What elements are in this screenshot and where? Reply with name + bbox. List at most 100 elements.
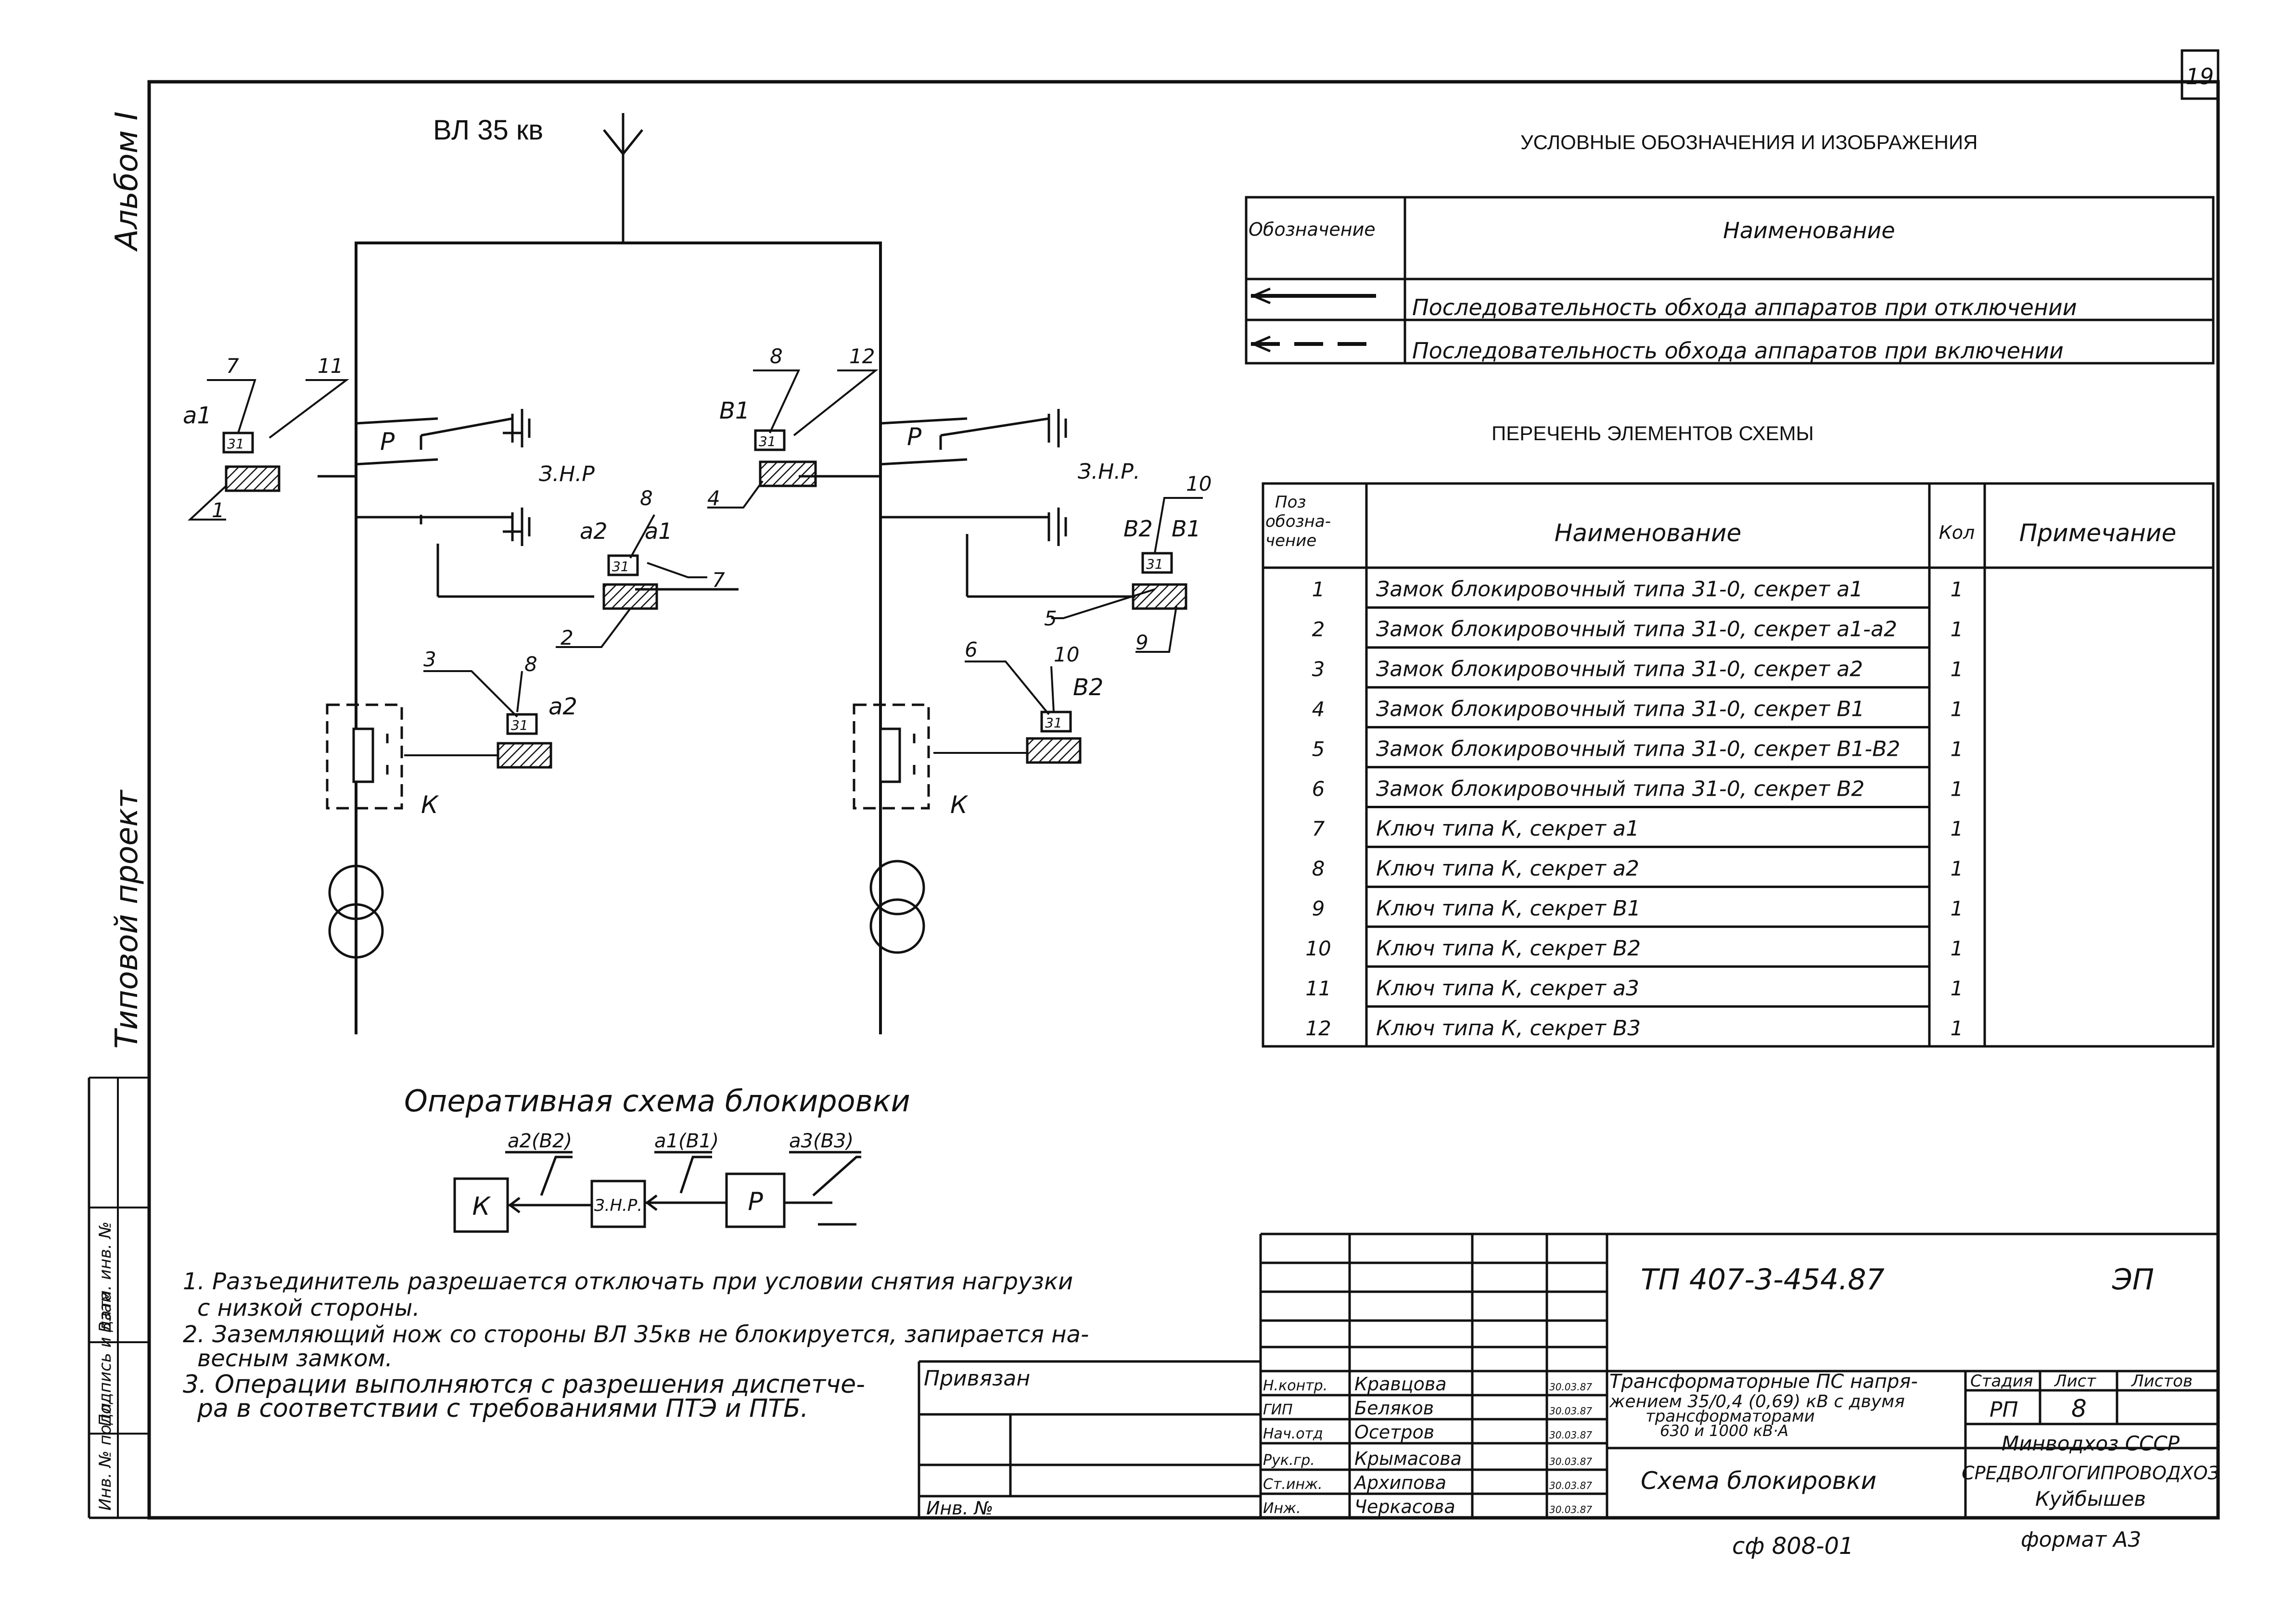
- callout: 8: [524, 652, 537, 676]
- org-line: Минводхоз СССР: [2002, 1432, 2180, 1455]
- operative-scheme: Оперативная схема блокировки К З.Н.Р. Р …: [404, 1083, 910, 1233]
- elements-header-pos: обозна-: [1265, 512, 1331, 531]
- drawing-name: Схема блокировки: [1641, 1467, 1876, 1495]
- role-title: Инж.: [1263, 1500, 1301, 1517]
- legend-table: УСЛОВНЫЕ ОБОЗНАЧЕНИЯ И ИЗОБРАЖЕНИЯ Обозн…: [1245, 131, 2215, 365]
- element-qty: 1: [1951, 937, 1964, 960]
- callout: 7: [226, 354, 239, 378]
- element-qty: 1: [1951, 578, 1964, 601]
- element-pos: 8: [1312, 857, 1325, 880]
- leader-lines: [707, 369, 879, 509]
- lock-icon: [602, 554, 658, 610]
- stage-header: Стадия: [1970, 1372, 2033, 1391]
- lock-secret: В1: [1172, 516, 1201, 542]
- callout: 6: [965, 638, 978, 661]
- role-name: Крымасова: [1354, 1448, 1462, 1469]
- lock-code: 31: [1146, 556, 1163, 572]
- format-label: формат А3: [2021, 1527, 2141, 1552]
- element-pos: 5: [1312, 737, 1325, 761]
- right-disconnector-label: Р: [907, 423, 922, 451]
- callout: 4: [707, 486, 720, 510]
- elements-header-pos: чение: [1265, 531, 1316, 550]
- role-name: Архипова: [1353, 1472, 1446, 1493]
- incoming-line-arrow-icon: [603, 113, 643, 243]
- busbar: [355, 242, 882, 1034]
- element-name: Замок блокировочный типа 31-0, секрет В1: [1376, 697, 1864, 721]
- role-date: 30.03.87: [1549, 1504, 1592, 1515]
- element-pos: 12: [1305, 1017, 1331, 1040]
- page-number: 19: [2186, 64, 2214, 89]
- org-line: Куйбышев: [2035, 1487, 2146, 1511]
- right-breaker-label: К: [950, 791, 969, 819]
- role-date: 30.03.87: [1549, 1456, 1592, 1467]
- transformer-icon: [869, 860, 925, 954]
- lock-icon: [497, 713, 552, 769]
- doc-mark: ЭП: [2112, 1263, 2154, 1297]
- element-name: Замок блокировочный типа 31-0, секрет В2: [1376, 776, 1864, 801]
- element-name: Ключ типа К, секрет В2: [1376, 936, 1641, 961]
- callout: 11: [318, 354, 343, 378]
- leader-lines: [1051, 497, 1203, 653]
- earth-icon: [1047, 409, 1067, 546]
- element-qty: 1: [1951, 658, 1964, 681]
- side-stamp-sign: Подпись и дата: [96, 1291, 115, 1426]
- element-qty: 1: [1951, 737, 1964, 761]
- leader-lines: [556, 514, 707, 648]
- operative-title: Оперативная схема блокировки: [404, 1083, 910, 1119]
- element-pos: 4: [1312, 697, 1325, 721]
- lock-icon: [1132, 552, 1187, 610]
- callout: 1: [212, 498, 225, 522]
- callout: 12: [849, 344, 875, 368]
- element-name: Ключ типа К, секрет а2: [1376, 856, 1639, 881]
- left-zn-label: З.Н.Р: [539, 462, 595, 486]
- role-title: Нач.отд: [1263, 1425, 1323, 1442]
- element-qty: 1: [1951, 618, 1964, 641]
- notes: 1. Разъединитель разрешается отключать п…: [183, 1268, 1089, 1423]
- role-date: 30.03.87: [1549, 1480, 1592, 1491]
- lock-secret: a2: [580, 518, 607, 544]
- role-name: Осетров: [1354, 1422, 1434, 1443]
- callout: 3: [423, 648, 436, 671]
- callout: 10: [1054, 643, 1079, 666]
- operative-key: a3(B3): [789, 1130, 854, 1152]
- role-date: 30.03.87: [1549, 1381, 1592, 1393]
- side-stamp-vzam: Взам. инв. №: [96, 1221, 115, 1333]
- callout: 9: [1135, 631, 1148, 654]
- leader-lines: [933, 661, 1055, 754]
- lock-code: 31: [511, 717, 528, 733]
- sheet-value: 8: [2071, 1395, 2087, 1423]
- elements-header-pos: Поз: [1275, 493, 1306, 512]
- left-breaker-label: К: [421, 791, 439, 819]
- legend-row: Последовательность обхода аппаратов при …: [1412, 338, 2064, 364]
- element-name: Ключ типа К, секрет а1: [1376, 816, 1639, 841]
- callout: 7: [712, 568, 725, 592]
- element-pos: 10: [1305, 937, 1331, 960]
- leader-lines: [404, 670, 523, 756]
- breaker-icon: [853, 703, 930, 810]
- inv-no-label: Инв. №: [926, 1498, 993, 1519]
- legend-title: УСЛОВНЫЕ ОБОЗНАЧЕНИЯ И ИЗОБРАЖЕНИЯ: [1520, 131, 1977, 153]
- element-name: Ключ типа К, секрет В3: [1376, 1016, 1641, 1041]
- lock-code: 31: [227, 436, 244, 452]
- role-date: 30.03.87: [1549, 1405, 1592, 1417]
- right-bay: [799, 417, 1135, 598]
- operative-key: a1(B1): [654, 1130, 719, 1152]
- operative-block: К: [472, 1192, 491, 1221]
- role-date: 30.03.87: [1549, 1429, 1592, 1441]
- note-line: 1. Разъединитель разрешается отключать п…: [183, 1268, 1073, 1295]
- stage-value: РП: [1990, 1398, 2018, 1422]
- element-pos: 2: [1312, 618, 1325, 641]
- element-qty: 1: [1951, 817, 1964, 840]
- side-stamp-inv: Инв. № подл.: [96, 1398, 115, 1511]
- breaker-icon: [326, 703, 403, 810]
- object-name: трансформаторами: [1645, 1407, 1815, 1426]
- lock-code: 31: [759, 433, 776, 449]
- operative-block: Р: [748, 1187, 763, 1216]
- elements-header-qty: Кол: [1939, 522, 1975, 543]
- element-pos: 11: [1305, 977, 1331, 1000]
- note-line: 3. Операции выполняются с разрешения дис…: [183, 1370, 865, 1399]
- element-qty: 1: [1951, 1017, 1964, 1040]
- element-pos: 9: [1312, 897, 1325, 920]
- single-line-diagram: ВЛ 35 кв: [183, 113, 1212, 1034]
